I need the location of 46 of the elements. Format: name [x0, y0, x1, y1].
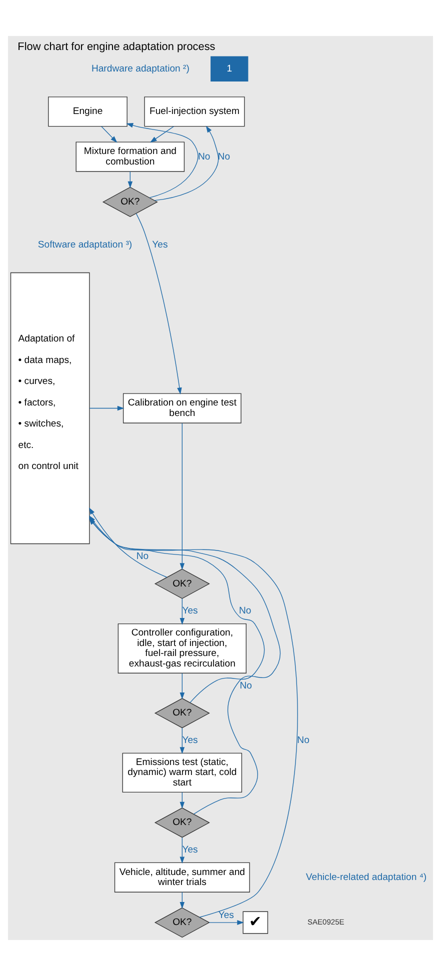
diagram-title: Flow chart for engine adaptation process	[18, 40, 216, 53]
node-diamond: OK?	[154, 906, 210, 938]
arrow	[180, 836, 185, 864]
edge-label: No	[240, 680, 252, 691]
arrow	[150, 126, 174, 142]
node-box: Calibration on engine test bench	[122, 392, 242, 423]
label: Software adaptation ³)	[38, 238, 132, 250]
edge-label: Yes	[152, 238, 168, 250]
arrow	[180, 422, 185, 570]
edge-label: No	[136, 550, 149, 562]
node-box: Fuel-injection system	[144, 96, 245, 126]
arrow	[126, 122, 198, 198]
arrow	[136, 212, 182, 394]
node-box: Mixture formation and combustion	[76, 141, 185, 172]
arrow	[89, 405, 124, 410]
node-box: Emissions test (static, dynamic) warm start, cold start	[122, 752, 242, 792]
edge-label: Yes	[182, 844, 198, 856]
edge-label: No	[198, 150, 210, 162]
node-box: Engine	[48, 96, 128, 126]
label: Hardware adaptation ²)	[91, 62, 190, 74]
node-diamond: OK?	[154, 807, 210, 838]
node-box: ✔	[242, 910, 268, 934]
arrow	[180, 791, 185, 808]
node-diamond: OK?	[154, 698, 210, 728]
node-diamond: OK?	[154, 568, 210, 598]
arrow	[180, 891, 185, 908]
edge-label: Yes	[182, 734, 198, 746]
edge-label: No	[297, 734, 310, 746]
node-box: Adaptation of • data maps, • curves, • factors, • switches, etc. on control unit	[10, 272, 90, 544]
label: Vehicle-related adaptation ⁴)	[306, 871, 427, 882]
node-box: Controller configuration, idle, start of injection, fuel-rail pressure, exhaust-gas recirculation	[118, 623, 246, 673]
edge-label: Yes	[218, 909, 234, 920]
edge-label: No	[218, 150, 230, 162]
arrow	[180, 598, 185, 624]
arrow	[180, 672, 185, 699]
arrow	[180, 727, 185, 754]
arrow	[208, 920, 244, 924]
edge-label: No	[239, 605, 252, 616]
edge-label: Yes	[182, 605, 198, 616]
node-diamond: OK?	[102, 186, 158, 217]
label: 1	[226, 62, 232, 74]
arrow	[101, 126, 118, 142]
arrow	[154, 125, 219, 200]
arrow	[128, 170, 133, 188]
node-box: Vehicle, altitude, summer and winter trials	[114, 862, 250, 892]
label: SAE0925E	[307, 916, 344, 926]
